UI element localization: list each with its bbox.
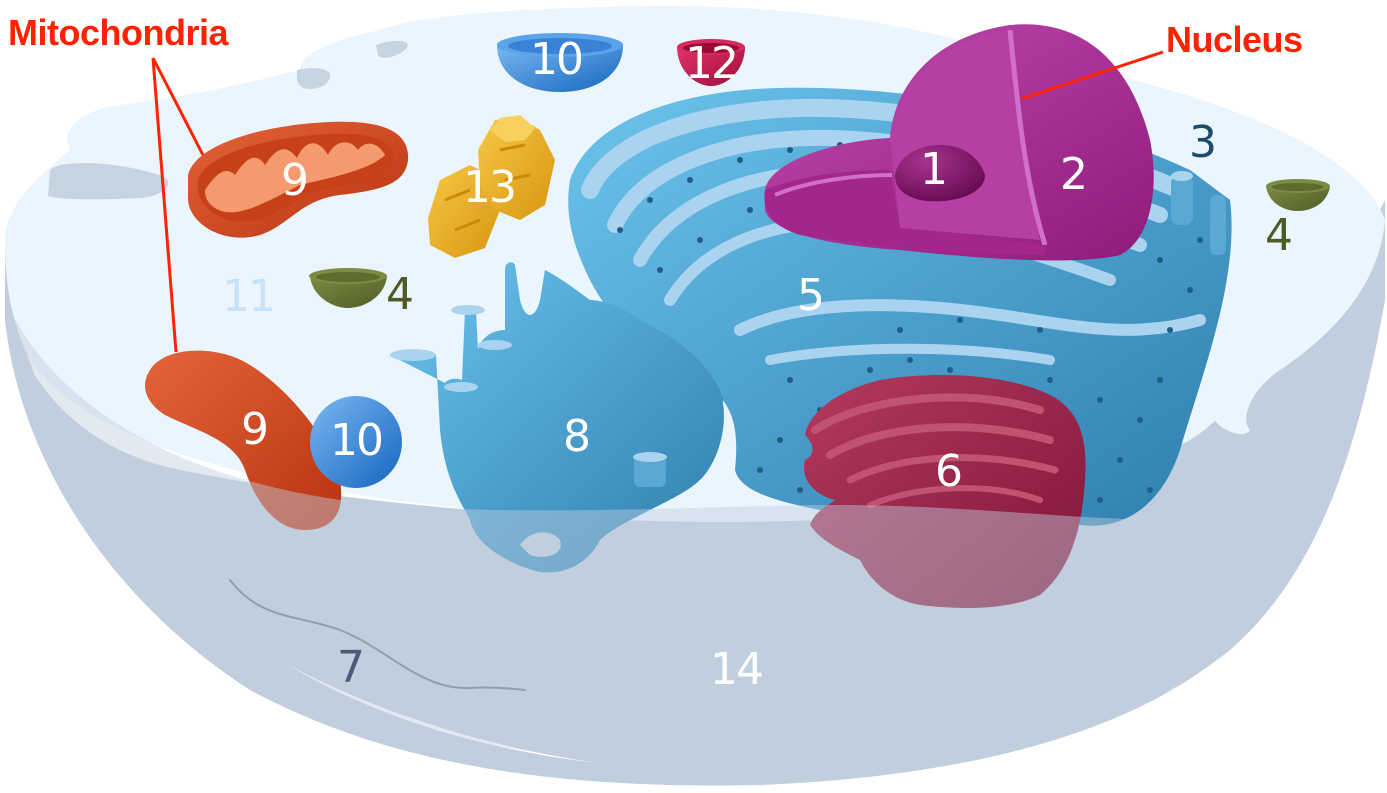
cytoplasm-cross-section [5, 200, 1385, 776]
free-ribosome [1266, 179, 1330, 211]
callout-lines [151, 50, 1164, 353]
label-mitochondrion-bottom: 9 [241, 404, 269, 455]
label-peroxisome: 12 [685, 38, 739, 89]
label-cytoplasm: 11 [222, 271, 276, 322]
label-nucleus: 2 [1060, 149, 1088, 200]
label-lysosome-sphere: 10 [330, 415, 384, 466]
surface-shadow [297, 68, 331, 90]
peroxisome-bowl [677, 39, 745, 86]
label-golgi: 6 [935, 446, 963, 497]
label-smooth-er: 8 [563, 411, 591, 462]
nucleus-callout-label: Nucleus [1166, 19, 1303, 60]
smooth-endoplasmic-reticulum [390, 262, 724, 573]
free-ribosome [309, 268, 387, 308]
label-ribosome-on-er: 3 [1189, 117, 1217, 168]
label-cytoskeleton: 7 [337, 642, 365, 693]
mitochondria-callout-label: Mitochondria [8, 12, 228, 53]
label-nucleolus: 1 [920, 144, 948, 195]
surface-shadow [48, 163, 169, 200]
label-vesicle-right: 4 [1265, 210, 1293, 261]
mitochondrion [145, 350, 342, 530]
mitochondrion-cutaway [188, 121, 409, 238]
label-centrioles: 13 [463, 162, 517, 213]
cytoskeleton-filament [229, 579, 526, 691]
nucleolus [895, 144, 985, 202]
lysosome [310, 396, 402, 488]
centrioles [428, 115, 555, 258]
label-rough-er: 5 [797, 270, 825, 321]
surface-shadow [376, 40, 408, 58]
nucleus [764, 24, 1154, 261]
lysosome-bowl [497, 33, 623, 92]
label-mitochondrion-top: 9 [281, 155, 309, 206]
label-lysosome-top: 10 [530, 34, 584, 85]
label-vesicle-left: 4 [386, 269, 414, 320]
label-cell-membrane: 14 [710, 644, 764, 695]
golgi-apparatus [804, 375, 1086, 608]
cytoplasm-cut-plane [5, 300, 1300, 766]
